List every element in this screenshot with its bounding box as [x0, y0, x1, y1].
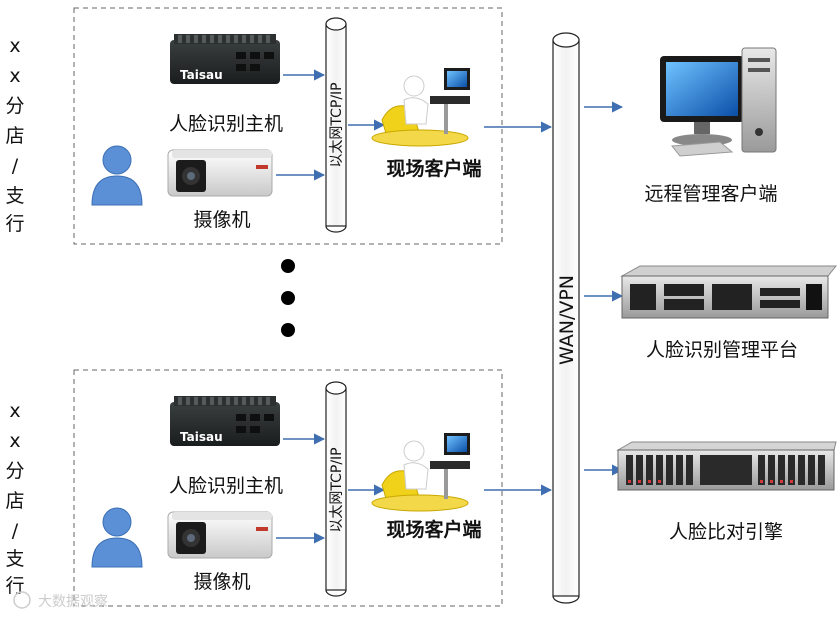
- branch-group-2: x x 分 店 / 支 行 Taisau 人脸识别主机: [5, 369, 553, 607]
- remote-client-label: 远程管理客户端: [644, 183, 777, 205]
- branch-dashed-box: [73, 369, 503, 607]
- branch-label-char: 店: [5, 490, 24, 512]
- wan-vpn-label: WAN/VPN: [556, 275, 578, 365]
- branch-group-1: x x 分 店 / 支 行 Taisau 人脸识别主机: [5, 7, 553, 245]
- host-brand-text: Taisau: [180, 430, 223, 444]
- branch-dashed-box: [73, 7, 503, 245]
- branch-label-char: /: [12, 155, 19, 177]
- watermark: 大数据观察: [13, 591, 108, 610]
- branch-label-char: 支: [5, 548, 24, 570]
- watermark-text: 大数据观察: [38, 593, 108, 610]
- camera-icon: [167, 511, 273, 559]
- rack-server-icon: [620, 265, 838, 319]
- user-person-icon: [91, 145, 143, 206]
- host-brand-text: Taisau: [180, 68, 223, 82]
- branch-label-char: 支: [5, 185, 24, 207]
- ethernet-bus-label: 以太网TCP/IP: [329, 447, 345, 532]
- onsite-client-icon: [371, 433, 470, 512]
- branch-label-char: 店: [5, 125, 24, 147]
- face-host-label: 人脸识别主机: [169, 475, 283, 497]
- branch-label-char: 行: [5, 213, 24, 235]
- compare-engine-label: 人脸比对引擎: [669, 521, 783, 543]
- camera-label: 摄像机: [193, 571, 250, 593]
- face-host-icon: Taisau: [170, 396, 280, 446]
- branch-label-char: 分: [5, 460, 24, 482]
- user-person-icon: [91, 507, 143, 568]
- ethernet-bus: [325, 381, 347, 597]
- branch-label-char: /: [12, 520, 19, 542]
- wan-vpn-bus: [552, 32, 580, 604]
- branch-label-char: x: [9, 35, 20, 57]
- onsite-client-icon: [371, 68, 470, 147]
- ethernet-bus-label: 以太网TCP/IP: [329, 82, 345, 167]
- face-host-label: 人脸识别主机: [169, 113, 283, 135]
- onsite-client-label: 现场客户端: [386, 157, 481, 180]
- branch-label-char: x: [9, 400, 20, 422]
- ethernet-bus: [325, 17, 347, 233]
- onsite-client-label: 现场客户端: [386, 518, 481, 541]
- branch-label-char: x: [9, 65, 20, 87]
- management-platform-label: 人脸识别管理平台: [646, 339, 798, 361]
- branch-label-char: 分: [5, 95, 24, 117]
- branch-vertical-label: x x 分 店 / 支 行: [5, 400, 24, 597]
- branch-label-char: x: [9, 430, 20, 452]
- branch-label-char: 行: [5, 575, 24, 597]
- desktop-computer-icon: [660, 47, 777, 157]
- face-host-icon: Taisau: [170, 34, 280, 84]
- branch-vertical-label: x x 分 店 / 支 行: [5, 35, 24, 235]
- camera-icon: [167, 149, 273, 197]
- storage-server-icon: [616, 441, 837, 491]
- camera-label: 摄像机: [193, 209, 250, 231]
- more-branches-ellipsis: [281, 259, 295, 337]
